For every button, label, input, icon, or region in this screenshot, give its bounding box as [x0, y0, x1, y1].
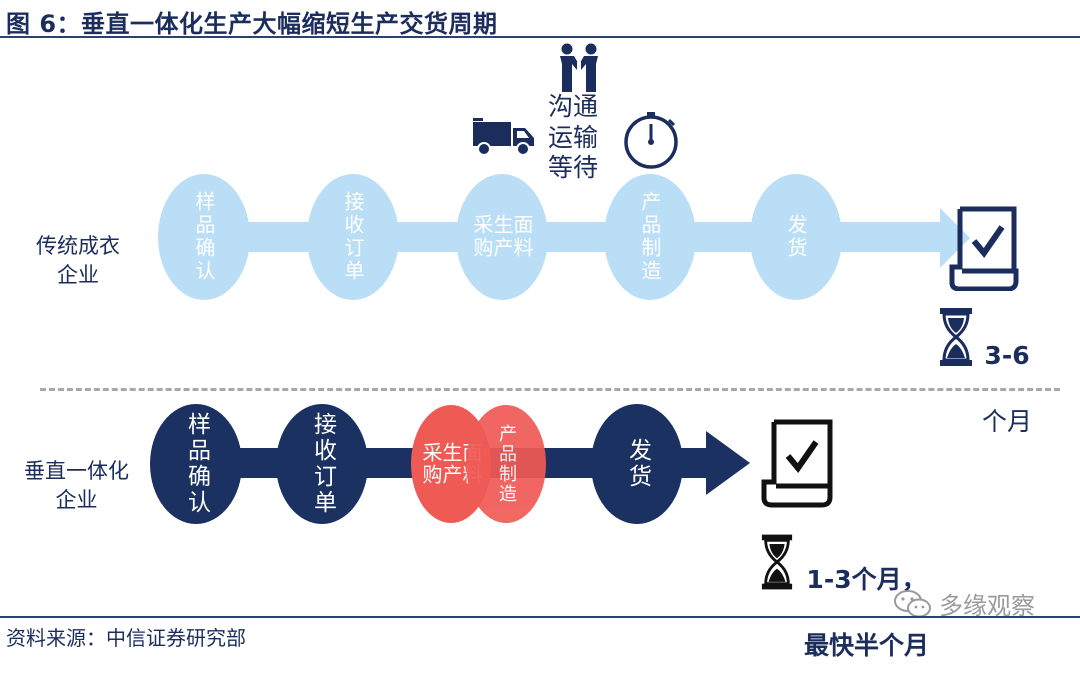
traditional-duration: 3-6 个月 — [982, 306, 1032, 471]
watermark: 多缘观察 — [893, 586, 1035, 621]
truck-icon — [473, 118, 534, 156]
clock-icon — [624, 112, 678, 169]
document-check-icon — [761, 419, 833, 508]
traditional-step-sample-confirm: 样品确认 — [158, 174, 250, 300]
title-divider — [0, 36, 1080, 38]
vertical-row-label: 垂直一体化 企业 — [24, 459, 129, 513]
vertical-step-sample-confirm: 样品确认 — [150, 404, 242, 524]
hourglass-icon — [940, 308, 972, 366]
document-check-icon — [949, 206, 1019, 291]
traditional-step-receive-order: 接收订单 — [307, 174, 399, 300]
watermark-text: 多缘观察 — [939, 592, 1035, 620]
section-divider — [40, 388, 1060, 391]
vertical-duration-line2: 最快半个月 — [804, 631, 930, 660]
traditional-step-manufacturing: 产品制造 — [604, 174, 696, 300]
handshake-icon — [560, 43, 598, 92]
source-note: 资料来源：中信证券研究部 — [6, 626, 246, 650]
hourglass-icon — [761, 534, 793, 590]
wechat-icon — [894, 589, 931, 617]
vertical-step-receive-order: 接收订单 — [276, 404, 368, 524]
footer-divider — [0, 616, 1080, 618]
vertical-step-manufacturing: 产品制造 — [466, 405, 546, 523]
vertical-step-delivery: 发货 — [591, 404, 683, 524]
traditional-duration-value: 3-6 — [984, 341, 1030, 370]
traditional-row-label: 传统成衣 企业 — [36, 234, 120, 288]
traditional-step-fabric-procurement: 面料 生产 采购 — [456, 174, 548, 300]
vertical-duration-line1: 1-3个月， — [806, 565, 927, 594]
traditional-flow-arrowhead — [940, 208, 970, 268]
vertical-flow-arrowhead — [706, 431, 750, 495]
figure-title: 图 6：垂直一体化生产大幅缩短生产交货周期 — [6, 10, 498, 38]
traditional-duration-unit: 个月 — [982, 407, 1033, 436]
traditional-step-delivery: 发货 — [750, 174, 842, 300]
traditional-issues-text: 沟通 运输 等待 — [548, 92, 599, 182]
